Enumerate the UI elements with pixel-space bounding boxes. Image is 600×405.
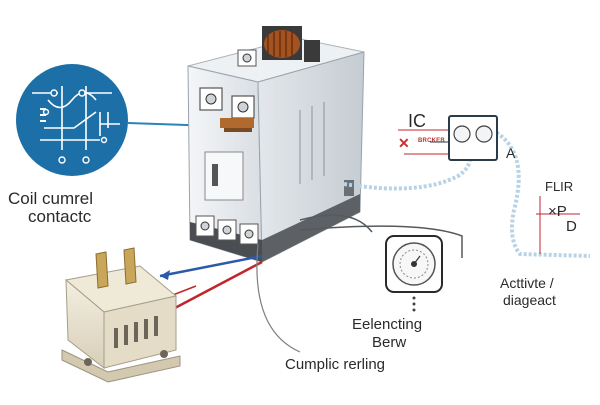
label-elencting: Eelencting xyxy=(352,316,423,333)
dashed-cable xyxy=(343,157,472,191)
label-contactor: contactc xyxy=(28,207,92,226)
label-flir: FLIR xyxy=(545,179,574,194)
dashed-cable-right xyxy=(491,128,591,258)
label-small-red: BRCKEB xyxy=(418,138,445,144)
dial-meter-icon xyxy=(385,235,443,312)
label-a: A xyxy=(506,145,516,161)
label-d: D xyxy=(566,218,577,235)
terminal-box-icon xyxy=(430,115,498,161)
label-ic: IC xyxy=(408,111,426,131)
label-cumplic: Cumplic rerling xyxy=(285,356,386,373)
label-diagnostic: diageact xyxy=(503,292,556,308)
power-plug-icon xyxy=(61,247,181,383)
circuit-schematic-icon xyxy=(16,64,128,176)
relay-module-icon xyxy=(187,37,365,263)
label-xpd: ×P xyxy=(548,203,567,220)
blue-wire xyxy=(159,254,263,278)
label-berw: Berw xyxy=(372,334,407,351)
red-x-mark: ✕ xyxy=(398,135,410,151)
label-coil-current: Coil cumrel xyxy=(8,189,94,208)
coil-icon xyxy=(237,26,320,67)
meter-wire xyxy=(299,214,373,233)
label-active: Acttivte / xyxy=(500,275,554,291)
cumplic-leader xyxy=(256,243,301,353)
